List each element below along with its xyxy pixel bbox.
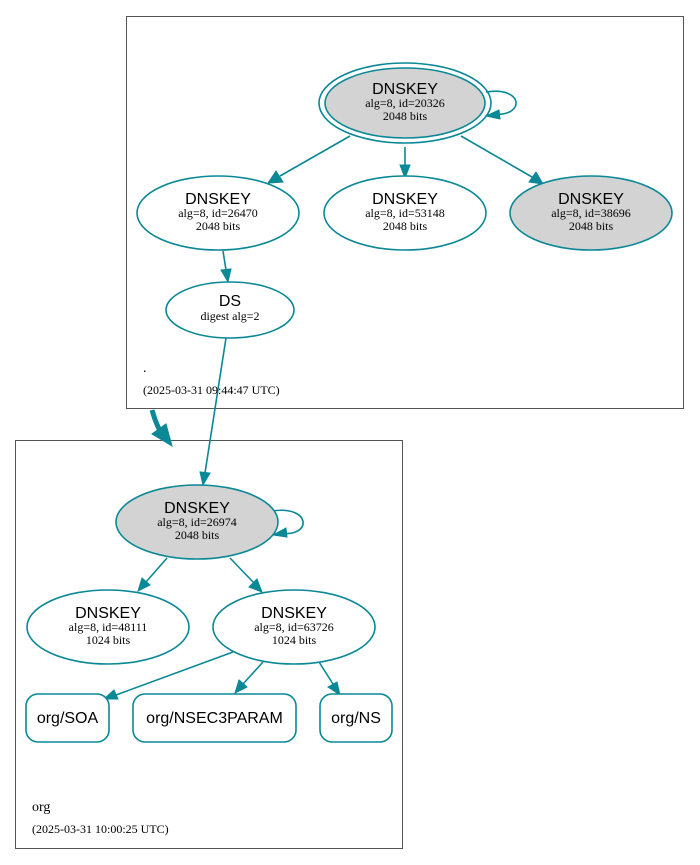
node-org-zsk1-title: DNSKEY (75, 605, 141, 622)
delegation-edge-arrowhead (151, 423, 173, 448)
root-zone-name: . (143, 361, 147, 376)
node-root-zsk-53148: DNSKEY alg=8, id=53148 2048 bits (323, 175, 487, 251)
org-zone-box (15, 440, 403, 849)
edge-root-ksk-to-ksk2-arrowhead (528, 171, 544, 185)
node-org-ksk-title: DNSKEY (164, 500, 230, 517)
node-root-zsk2-bits: 2048 bits (383, 219, 428, 233)
node-root-zsk1-title: DNSKEY (185, 191, 251, 208)
node-org-zsk2-alg: alg=8, id=63726 (254, 620, 334, 634)
edge-org-ksk-to-zsk2-arrowhead (248, 578, 263, 593)
node-root-zsk2-alg: alg=8, id=53148 (365, 206, 445, 220)
edge-root-ksk-self-arrowhead (484, 109, 501, 120)
node-org-ksk-26974: DNSKEY alg=8, id=26974 2048 bits (115, 484, 279, 560)
node-ds-title: DS (219, 293, 241, 310)
node-org-nsec3param-label: org/NSEC3PARAM (146, 710, 283, 727)
node-org-zsk-63726: DNSKEY alg=8, id=63726 1024 bits (212, 589, 376, 665)
edge-root-ksk-self (485, 90, 517, 116)
node-root-ksk-bits: 2048 bits (383, 109, 428, 123)
node-root-zsk1-alg: alg=8, id=26470 (178, 206, 258, 220)
node-org-ksk-bits: 2048 bits (175, 528, 220, 542)
edge-ds-to-org-ksk (204, 337, 227, 474)
edge-root-ksk-to-zsk2-arrowhead (399, 164, 411, 180)
edge-ds-to-org-ksk-arrowhead (199, 471, 211, 487)
node-org-zsk1-alg: alg=8, id=48111 (69, 620, 148, 634)
node-org-soa: org/SOA (25, 693, 110, 743)
node-org-nsec3param: org/NSEC3PARAM (132, 693, 297, 743)
node-root-zsk1-bits: 2048 bits (196, 219, 241, 233)
edge-org-ksk-self (271, 509, 304, 535)
node-root-ksk2-title: DNSKEY (558, 191, 624, 208)
root-zone-box (126, 16, 684, 409)
node-org-ns-label: org/NS (331, 710, 381, 727)
node-org-ksk-alg: alg=8, id=26974 (157, 515, 237, 529)
node-root-ksk-20326: DNSKEY alg=8, id=20326 2048 bits (318, 62, 492, 144)
edge-org-ksk-self-arrowhead (271, 527, 288, 538)
edge-zsk2-to-ns (318, 661, 334, 685)
node-org-zsk2-bits: 1024 bits (272, 633, 317, 647)
org-zone-timestamp: (2025-03-31 10:00:25 UTC) (32, 822, 169, 836)
node-root-ksk-alg: alg=8, id=20326 (365, 96, 445, 110)
node-root-ksk-38696: DNSKEY alg=8, id=38696 2048 bits (509, 175, 673, 251)
edge-org-ksk-to-zsk1-arrowhead (137, 577, 151, 592)
node-org-ns: org/NS (319, 693, 393, 743)
edge-zsk2-to-nsec3param (242, 661, 264, 685)
edge-zsk2-to-soa-arrowhead (102, 689, 119, 700)
node-root-ksk2-bits: 2048 bits (569, 219, 614, 233)
node-org-soa-label: org/SOA (37, 710, 99, 727)
edge-root-ksk-to-zsk1 (279, 135, 351, 177)
org-zone-name: org (32, 800, 50, 815)
edge-zsk1-to-ds (222, 250, 227, 271)
node-ds-digest: digest alg=2 (200, 309, 259, 323)
edge-root-ksk-to-zsk1-arrowhead (267, 170, 284, 184)
edge-zsk1-to-ds-arrowhead (220, 268, 232, 284)
edge-zsk2-to-ns-arrowhead (327, 681, 341, 697)
node-org-zsk-48111: DNSKEY alg=8, id=48111 1024 bits (26, 589, 190, 665)
node-root-ds: DS digest alg=2 (165, 281, 295, 339)
root-zone-timestamp: (2025-03-31 09:44:47 UTC) (143, 383, 280, 397)
edge-root-ksk-to-ksk2 (460, 135, 533, 178)
edge-org-ksk-to-zsk1 (145, 557, 168, 583)
node-root-ksk2-alg: alg=8, id=38696 (551, 206, 631, 220)
node-org-zsk1-bits: 1024 bits (86, 633, 131, 647)
node-org-zsk2-title: DNSKEY (261, 605, 327, 622)
node-root-zsk-26470: DNSKEY alg=8, id=26470 2048 bits (136, 175, 300, 251)
node-root-ksk-title: DNSKEY (372, 81, 438, 98)
edge-zsk2-to-soa (115, 651, 234, 696)
edge-org-ksk-to-zsk2 (229, 557, 255, 584)
node-root-zsk2-title: DNSKEY (372, 191, 438, 208)
edge-zsk2-to-nsec3param-arrowhead (234, 679, 248, 694)
